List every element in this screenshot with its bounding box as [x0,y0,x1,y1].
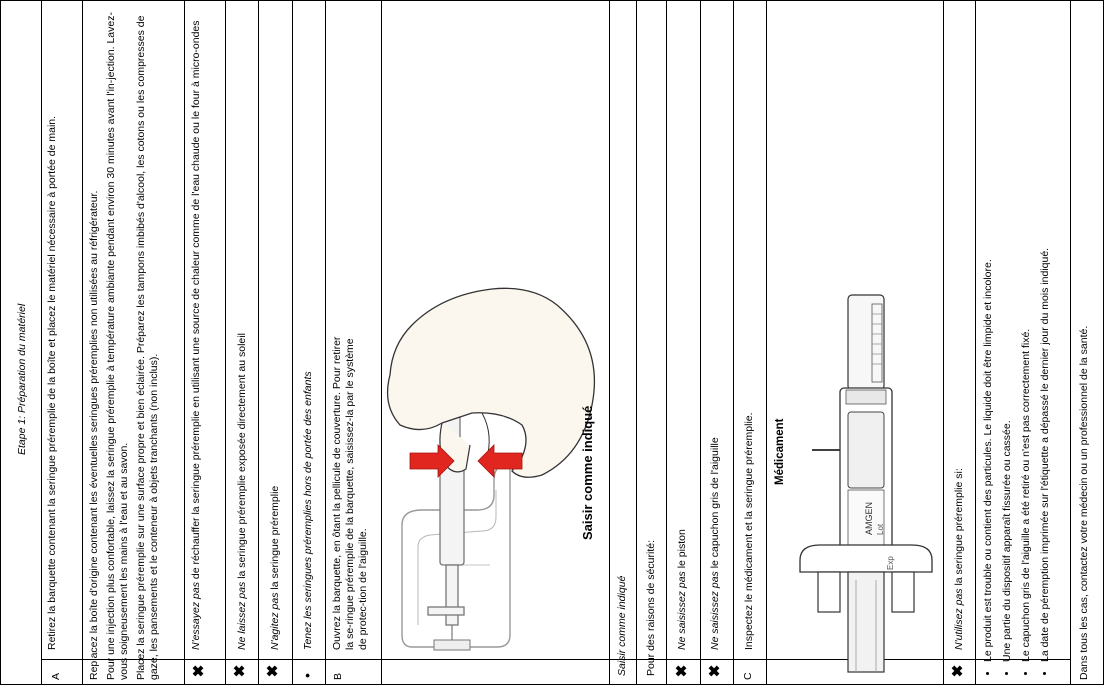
divider [609,0,610,685]
list-item: Une partie du dispositif apparaît fissur… [1001,6,1014,662]
step-label-a: A [50,672,62,680]
divider [292,0,293,685]
warning-emphasis: Ne saisissez pas [709,571,721,650]
warning-text: le capuchon gris de l'aiguille [709,437,721,572]
instruction-paragraph: Placez la seringue préremplie sur une su… [135,15,160,680]
warning-emphasis: N'essayez pas [190,582,202,650]
warning-emphasis: Ne laissez pas [236,581,248,650]
cross-icon: ✖ [706,664,724,678]
syringe-brand: AMGEN [864,501,874,535]
cross-icon: ✖ [264,664,282,678]
instruction-paragraph: Replacez la boîte d'origine contenant le… [88,190,100,680]
step-a-text: Retirez la barquette contenant la sering… [46,115,58,650]
cross-icon: ✖ [190,664,208,678]
step-b-text: Ouvrez la barquette, en ôtant la pellicu… [331,336,369,650]
cross-icon: ✖ [231,664,249,678]
warning-text: la seringue préremplie si: [953,468,965,589]
divider [381,0,382,685]
hand-holding-syringe-figure [386,287,596,651]
bullet-icon: • [299,673,315,678]
grip-caption: Saisir comme indiqué [616,575,628,676]
consult-doctor-note: Dans tous les cas, contactez votre médec… [1078,325,1090,680]
divider [636,0,637,685]
divider [700,0,701,685]
instruction-paragraph: Pour une injection plus confortable, lai… [105,12,130,680]
medication-label: Médicament [774,418,786,485]
table-border-top [0,0,1104,1]
marker-row-divider [41,659,1070,660]
warning-text: de réchauffer la seringue préremplie en … [190,20,202,583]
divider [41,0,42,685]
no-grip-cap: Ne saisissez pas le capuchon gris de l'a… [709,230,722,650]
syringe-exp: Exp [886,556,895,570]
warning-text: la seringue préremplie exposée directeme… [236,333,248,582]
warning-sun: Ne laissez pas la seringue préremplie ex… [236,10,249,650]
warning-emphasis: Tenez les seringues préremplies hors de … [302,371,314,650]
divider [184,0,185,685]
do-not-use-heading: N'utilisez pas la seringue préremplie si… [953,190,966,650]
warning-text: la seringue préremplie [269,485,281,593]
divider [325,0,326,685]
warning-emphasis: N'utilisez pas [953,588,965,650]
warning-emphasis: Ne saisissez pas [676,571,688,650]
cross-icon: ✖ [949,664,967,678]
divider [225,0,226,685]
warning-children: Tenez les seringues préremplies hors de … [302,10,315,650]
divider [766,0,767,685]
no-grip-plunger: Ne saisissez pas le piston [676,230,689,650]
warning-shake: N'agitez pas la seringue préremplie [269,10,282,650]
warning-heat: N'essayez pas de réchauffer la seringue … [190,10,203,650]
list-item: La date de péremption imprimée sur l'éti… [1039,6,1052,662]
divider [1070,0,1071,685]
list-item: Le capuchon gris de l'aiguille a été ret… [1020,6,1033,662]
divider [975,0,976,685]
cross-icon: ✖ [673,664,691,678]
inspection-bullet-list: Le produit est trouble ou contient des p… [982,6,1058,676]
divider [82,0,83,685]
table-border-left [0,0,1,685]
list-item: Le produit est trouble ou contient des p… [982,6,995,662]
divider [733,0,734,685]
step-label-b: B [332,672,344,680]
syringe-lot: Lot [876,523,885,535]
divider [666,0,667,685]
figure-caption-grip: Saisir comme indiqué [580,405,595,540]
instructions-block: Replacez la boîte d'origine contenant le… [88,10,165,680]
divider [258,0,259,685]
divider [943,0,944,685]
step-title: Etape 1: Préparation du matériel [16,303,28,455]
step-label-c: C [742,672,754,680]
warning-emphasis: N'agitez pas [269,592,281,650]
safety-heading: Pour des raisons de sécurité: [645,540,657,676]
syringe-closeup-figure [799,294,933,673]
step-c-text: Inspectez le médicament et la seringue p… [743,412,755,650]
warning-text: le piston [676,529,688,572]
